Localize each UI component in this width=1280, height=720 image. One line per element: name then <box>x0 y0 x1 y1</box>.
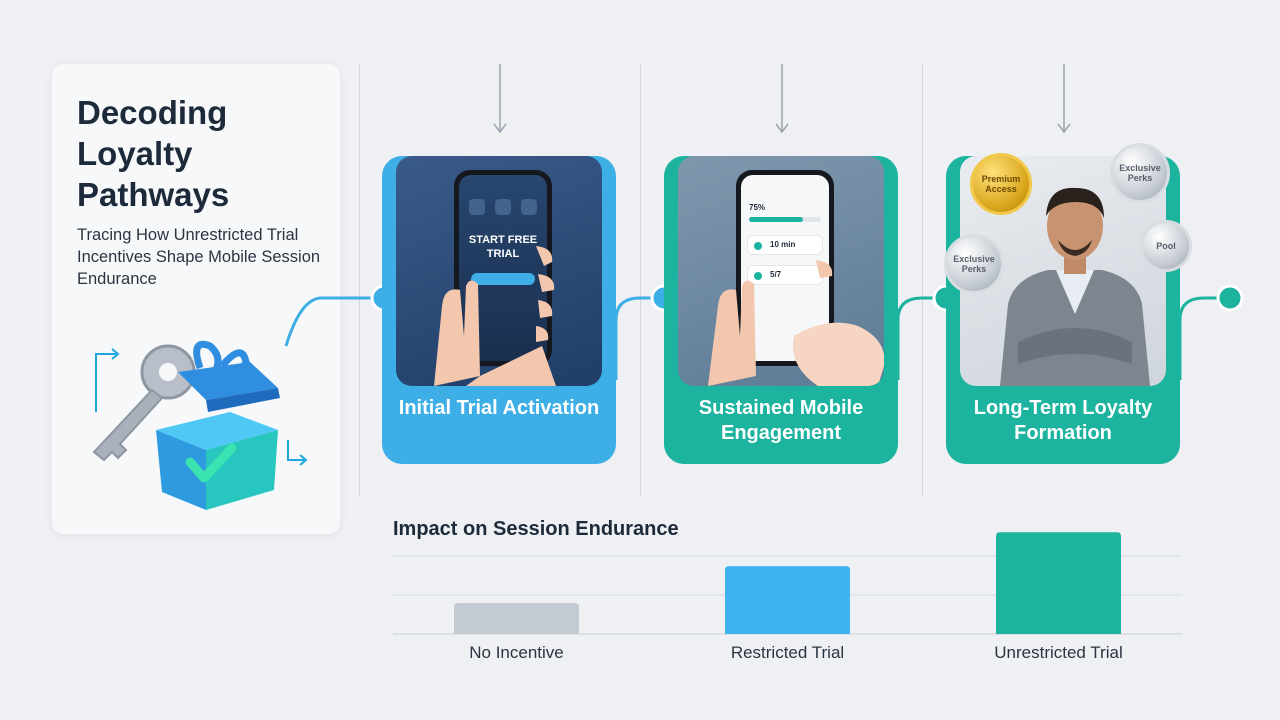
page-title: Decoding Loyalty Pathways <box>77 94 230 213</box>
column-divider <box>640 64 641 496</box>
arrow-down-icon <box>775 64 789 134</box>
exclusive-perks-badge: Exclusive Perks <box>944 234 1004 294</box>
progress-percent: 75% <box>749 203 766 212</box>
arrow-down-icon <box>493 64 507 134</box>
category-label: No Incentive <box>469 643 564 662</box>
stage-label: Sustained Mobile Engagement <box>698 397 864 444</box>
progress-bar <box>749 217 821 222</box>
stage-sustained-engagement: 75% 10 min 5/7 Sustained Mobile Engageme… <box>664 156 898 464</box>
clock-icon <box>754 242 762 250</box>
person-icon <box>1000 187 1150 386</box>
bar-unrestricted-trial <box>996 532 1121 634</box>
phone-mockup: START FREE TRIAL <box>454 170 552 366</box>
arrow-left-icon <box>95 348 120 412</box>
app-tile <box>495 199 511 215</box>
exclusive-perks-badge: Exclusive Perks <box>1110 143 1170 203</box>
pool-badge: Pool <box>1140 220 1192 272</box>
arrow-down-icon <box>1057 64 1071 134</box>
app-tile <box>521 199 537 215</box>
stage-illustration: START FREE TRIAL <box>396 156 602 386</box>
hand-icon <box>434 246 556 386</box>
column-divider <box>922 64 923 496</box>
category-label: Unrestricted Trial <box>994 643 1123 662</box>
key-gift-illustration <box>92 340 308 510</box>
premium-access-badge: Premium Access <box>970 153 1032 215</box>
start-free-trial-text: START FREE TRIAL <box>468 234 538 260</box>
bar-no-incentive <box>454 603 579 634</box>
stat-value: 5/7 <box>770 270 782 279</box>
hand-icon <box>708 260 884 386</box>
stat-row: 10 min <box>747 235 823 255</box>
app-tile <box>469 199 485 215</box>
checkmark-icon <box>185 443 237 483</box>
stage-illustration: 75% 10 min 5/7 <box>678 156 884 386</box>
stat-value: 10 min <box>770 240 796 249</box>
stage-label: Initial Trial Activation <box>398 397 600 419</box>
calendar-icon <box>754 272 762 280</box>
progress-fill <box>749 217 803 222</box>
stage-label: Long-Term Loyalty Formation <box>973 397 1153 444</box>
phone-screen: 75% 10 min 5/7 <box>741 175 829 361</box>
page-subtitle: Tracing How Unrestricted Trial Incentive… <box>77 226 321 288</box>
phone-screen: START FREE TRIAL <box>459 175 547 361</box>
column-divider <box>359 64 360 496</box>
bar-restricted-trial <box>725 566 850 634</box>
chart-title: Impact on Session Endurance <box>393 518 679 540</box>
arrow-right-icon <box>287 440 308 466</box>
start-trial-button[interactable] <box>471 273 535 285</box>
stage-initial-trial: START FREE TRIAL Initial Trial Activatio… <box>382 156 616 464</box>
category-label: Restricted Trial <box>730 643 845 662</box>
